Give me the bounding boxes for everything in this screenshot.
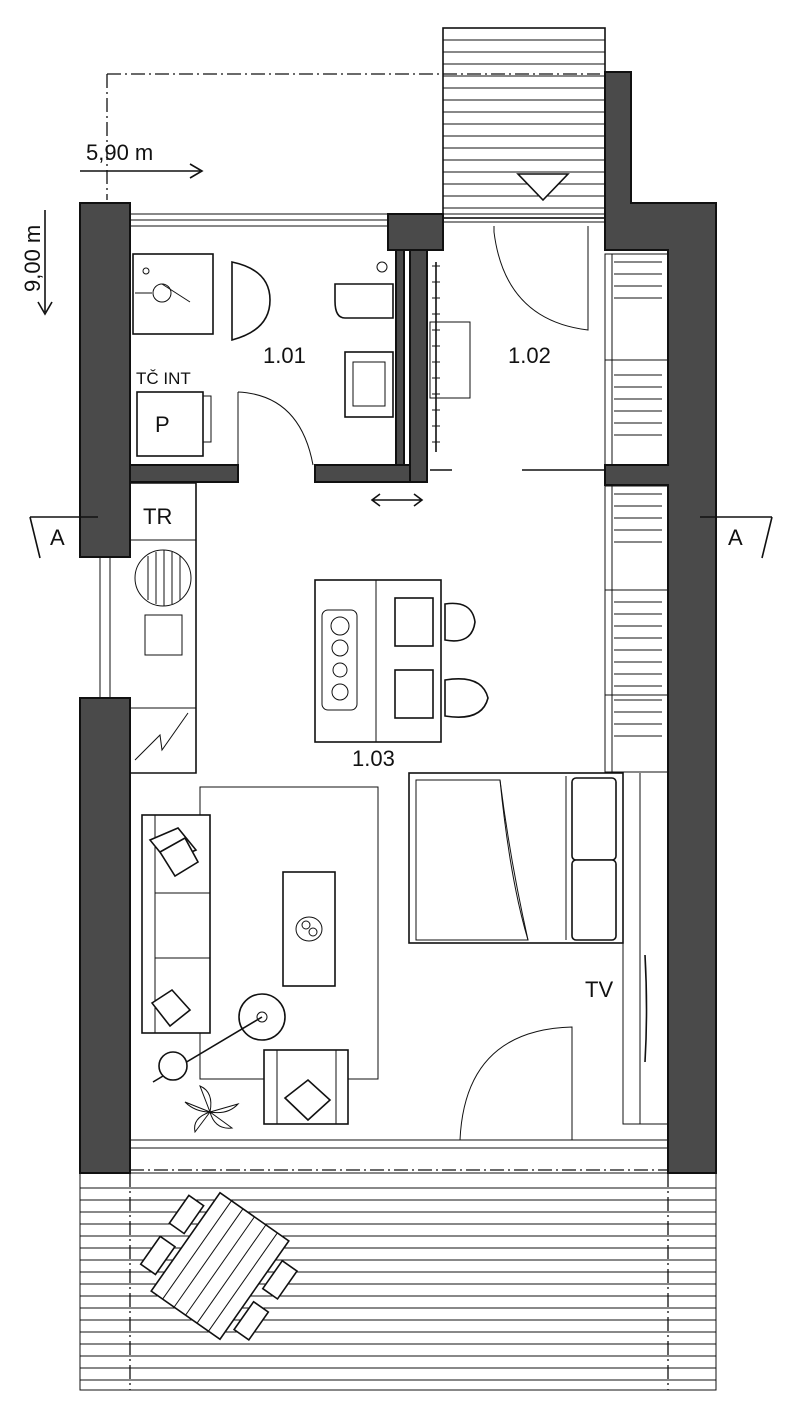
tr-label: TR	[143, 504, 172, 529]
tv-label: TV	[585, 977, 613, 1002]
chair-icon	[394, 597, 434, 647]
arrow-right-icon	[189, 163, 204, 179]
bed	[408, 772, 624, 944]
bar-stool-icon	[444, 602, 476, 642]
shoe-bench	[429, 321, 471, 399]
wardrobes	[604, 253, 669, 773]
room-label-1-03: 1.03	[352, 746, 395, 771]
living-area	[141, 786, 379, 1134]
coffee-table-icon	[282, 871, 336, 987]
heat-pump-unit	[136, 391, 204, 457]
heat-pump-label: TČ INT	[136, 369, 191, 388]
toilet-icon	[334, 283, 394, 319]
kitchen: TR	[130, 504, 196, 761]
kitchen-counter	[130, 482, 197, 774]
bathroom-fixtures: P TČ INT	[132, 253, 394, 466]
hob-icon	[134, 549, 192, 607]
kitchen-cabinet-icon	[130, 707, 196, 761]
cushion-icon	[158, 836, 200, 878]
shower-door-icon	[231, 261, 271, 342]
terrace	[79, 1169, 717, 1391]
cushion-icon	[150, 988, 192, 1028]
chair-icon	[394, 669, 434, 719]
plant-icon	[184, 1085, 240, 1134]
section-marker-left: A	[29, 516, 98, 559]
dining-island	[314, 579, 489, 743]
entry-door-swing	[493, 226, 589, 331]
shower-tray	[132, 253, 214, 335]
arrow-down-icon	[37, 301, 53, 316]
room-label-1-01: 1.01	[263, 343, 306, 368]
sliding-door-arrow-icon	[370, 493, 424, 507]
terrace-table-icon	[139, 1191, 299, 1342]
pillow-icon	[571, 777, 617, 861]
room-label-1-02: 1.02	[508, 343, 551, 368]
entry-fixtures	[370, 226, 605, 507]
tv-unit: TV	[585, 773, 668, 1125]
section-label-left: A	[50, 525, 65, 550]
width-dimension-label: 5,90 m	[86, 140, 153, 165]
dimension-lines: 5,90 m 9,00 m	[20, 73, 600, 316]
sink-icon	[144, 614, 183, 656]
terrace-door-swing	[459, 1026, 573, 1141]
pillow-icon	[571, 859, 617, 941]
section-marker-right: A	[700, 516, 773, 559]
section-label-right: A	[728, 525, 743, 550]
depth-dimension-label: 9,00 m	[20, 225, 45, 292]
bar-stool-icon	[444, 678, 489, 718]
bathroom-door-swing	[237, 391, 314, 466]
entry-arrow-icon	[516, 173, 570, 202]
walls	[79, 71, 717, 1174]
p-label: P	[155, 412, 170, 437]
entrance-steps	[442, 27, 606, 219]
